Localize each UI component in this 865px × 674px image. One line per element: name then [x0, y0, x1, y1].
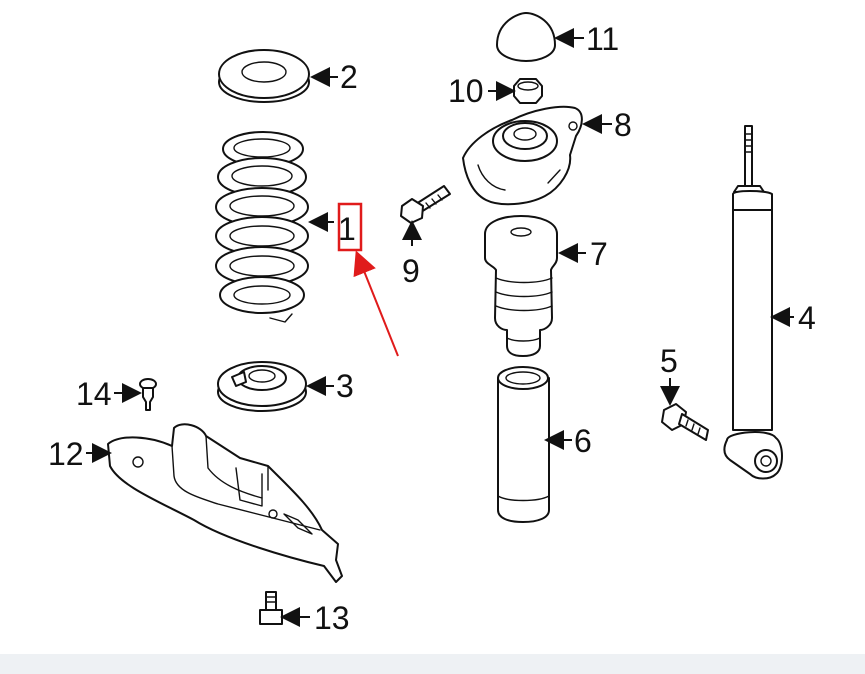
callout-2[interactable]: 2 — [340, 59, 358, 95]
part-10-nut — [513, 78, 543, 104]
part-7-bump-stop — [484, 215, 558, 357]
part-1-coil-spring — [215, 131, 309, 323]
callout-9[interactable]: 9 — [402, 253, 420, 289]
callout-7[interactable]: 7 — [590, 236, 608, 272]
part-9-bolt — [400, 185, 451, 224]
part-8-strut-mount — [462, 105, 583, 206]
part-13-bolt — [259, 591, 283, 625]
callout-3[interactable]: 3 — [336, 368, 354, 404]
highlight-arrow — [353, 250, 399, 357]
callout-12[interactable]: 12 — [48, 436, 84, 472]
callout-1[interactable]: 1 — [338, 211, 356, 247]
part-12-cover-plate — [107, 423, 343, 583]
callout-8[interactable]: 8 — [614, 107, 632, 143]
callout-labels: 1 2 3 4 5 6 7 8 9 10 11 12 13 14 — [48, 21, 816, 636]
footer-strip — [0, 654, 865, 674]
part-5-bolt — [661, 403, 709, 441]
leader-lines — [86, 28, 794, 627]
callout-4[interactable]: 4 — [798, 300, 816, 336]
part-2-upper-spring-seat — [218, 49, 310, 103]
part-6-dust-boot — [497, 366, 550, 523]
callout-6[interactable]: 6 — [574, 423, 592, 459]
part-14-clip — [139, 378, 157, 411]
part-3-lower-spring-seat — [217, 361, 307, 412]
callout-10[interactable]: 10 — [448, 73, 484, 109]
callout-11[interactable]: 11 — [586, 21, 619, 57]
callout-14[interactable]: 14 — [76, 376, 112, 412]
callout-13[interactable]: 13 — [314, 600, 350, 636]
part-4-shock-absorber — [723, 125, 783, 480]
part-11-dust-cap — [496, 12, 556, 62]
callout-5[interactable]: 5 — [660, 343, 678, 379]
highlight-box — [337, 202, 363, 252]
highlight-callout-1 — [337, 202, 399, 357]
